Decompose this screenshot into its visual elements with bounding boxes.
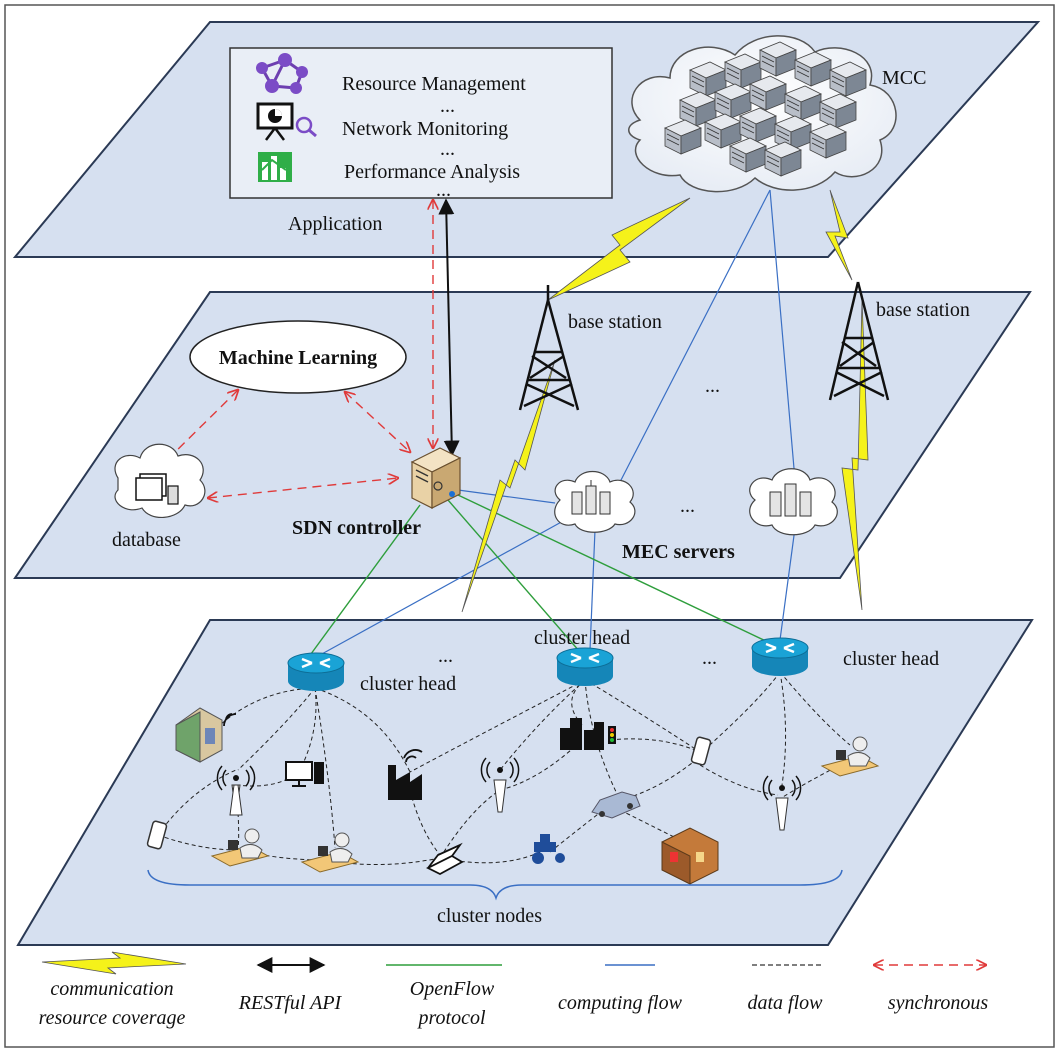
mcc-server-unit-icon bbox=[749, 75, 787, 111]
app-ellipsis-2: ... bbox=[440, 138, 455, 160]
app-ellipsis-3: ... bbox=[436, 179, 451, 201]
city-buildings-icon bbox=[560, 718, 616, 750]
mcc-server-unit-icon bbox=[764, 141, 802, 177]
mcc-server-unit-icon bbox=[739, 107, 777, 143]
legend-communication-label-2: resource coverage bbox=[39, 1007, 186, 1029]
mcc-server-unit-icon bbox=[829, 61, 867, 97]
cluster-head-left-label: cluster head bbox=[360, 673, 456, 695]
legend-data-label: data flow bbox=[747, 992, 823, 1014]
computing-flow-links bbox=[319, 189, 796, 656]
cluster-head-router-mid-icon bbox=[556, 647, 614, 686]
device-plane bbox=[16, 619, 1034, 946]
building-icon bbox=[661, 827, 719, 885]
smartphone-icon bbox=[690, 736, 712, 766]
application-panel: Resource Management ... Network Monitori… bbox=[229, 47, 613, 201]
mcc-server-unit-icon bbox=[729, 137, 767, 173]
communication-coverage-bolts bbox=[461, 189, 869, 613]
openflow-links bbox=[307, 494, 771, 659]
mcc-server-unit-icon bbox=[774, 115, 812, 151]
mec-server-right-icon bbox=[749, 468, 838, 536]
outer-border bbox=[4, 4, 1055, 1048]
sdn-controller-server-icon bbox=[410, 447, 462, 509]
user-at-desk-icon bbox=[820, 736, 880, 777]
ellipsis-base-stations: ... bbox=[705, 375, 720, 397]
factory-icon bbox=[388, 749, 423, 800]
ellipsis-mec: ... bbox=[680, 495, 695, 517]
laptop-icon bbox=[425, 842, 464, 876]
presentation-monitor-icon bbox=[256, 102, 317, 141]
mcc-server-unit-icon bbox=[759, 41, 797, 77]
user-at-desk-icon bbox=[300, 832, 360, 873]
legend-computing-label: computing flow bbox=[558, 992, 683, 1014]
app-ellipsis-1: ... bbox=[440, 95, 455, 117]
mec-servers-label: MEC servers bbox=[622, 541, 735, 563]
app-item-resource-management: Resource Management bbox=[342, 73, 526, 95]
mcc-label: MCC bbox=[882, 67, 926, 89]
app-item-performance-analysis: Performance Analysis bbox=[344, 161, 520, 183]
mcc-server-unit-icon bbox=[794, 51, 832, 87]
legend-communication-label-1: communication bbox=[50, 978, 173, 1000]
database-cloud-icon bbox=[114, 443, 206, 518]
smartphone-icon bbox=[146, 820, 168, 850]
cluster-nodes-brace bbox=[147, 869, 843, 901]
legend-restful-label: RESTful API bbox=[238, 992, 343, 1014]
base-station-left-tower-icon bbox=[518, 285, 580, 411]
legend-communication-bolt-icon bbox=[41, 951, 187, 975]
legend-openflow-label-2: protocol bbox=[416, 1007, 485, 1029]
sdn-controller-label: SDN controller bbox=[292, 517, 421, 539]
car-icon bbox=[591, 791, 641, 819]
antenna-tower-icon bbox=[762, 775, 802, 831]
cluster-head-router-left-icon bbox=[287, 652, 345, 691]
ellipsis-cluster-left: ... bbox=[438, 645, 453, 667]
mcc-server-unit-icon bbox=[664, 119, 702, 155]
legend-sync-label: synchronous bbox=[888, 992, 989, 1014]
app-item-network-monitoring: Network Monitoring bbox=[342, 118, 508, 140]
mcc-server-unit-icon bbox=[809, 123, 847, 159]
user-at-desk-icon bbox=[210, 828, 270, 867]
mcc-server-unit-icon bbox=[714, 83, 752, 119]
bar-chart-icon bbox=[258, 152, 292, 182]
machine-learning-node bbox=[189, 320, 407, 394]
cluster-head-router-right-icon bbox=[751, 637, 809, 676]
tractor-icon bbox=[532, 834, 565, 864]
antenna-tower-icon bbox=[216, 765, 256, 816]
legend-openflow-label-1: OpenFlow bbox=[410, 978, 495, 1000]
mec-server-left-icon bbox=[554, 470, 636, 533]
ellipsis-cluster-right: ... bbox=[702, 647, 717, 669]
base-station-right-tower-icon bbox=[828, 281, 890, 401]
cluster-nodes-label: cluster nodes bbox=[437, 905, 542, 927]
base-station-left-label: base station bbox=[568, 311, 662, 333]
cluster-head-right-label: cluster head bbox=[843, 648, 939, 670]
mcc-server-unit-icon bbox=[704, 113, 742, 149]
desktop-computer-icon bbox=[285, 761, 324, 787]
antenna-tower-icon bbox=[480, 757, 520, 813]
mcc-server-unit-icon bbox=[819, 93, 857, 129]
machine-learning-label: Machine Learning bbox=[219, 347, 377, 369]
legend: communication resource coverage RESTful … bbox=[39, 951, 989, 1029]
synchronous-links bbox=[165, 200, 433, 498]
mcc-server-unit-icon bbox=[784, 85, 822, 121]
database-label: database bbox=[112, 529, 181, 551]
smart-home-icon bbox=[175, 707, 237, 763]
mcc-server-rack-cluster bbox=[664, 41, 867, 177]
network-graph-icon bbox=[256, 53, 308, 94]
base-station-right-label: base station bbox=[876, 299, 970, 321]
cluster-head-mid-label: cluster head bbox=[534, 627, 630, 649]
restful-api-link bbox=[438, 198, 460, 457]
application-label: Application bbox=[288, 213, 382, 235]
